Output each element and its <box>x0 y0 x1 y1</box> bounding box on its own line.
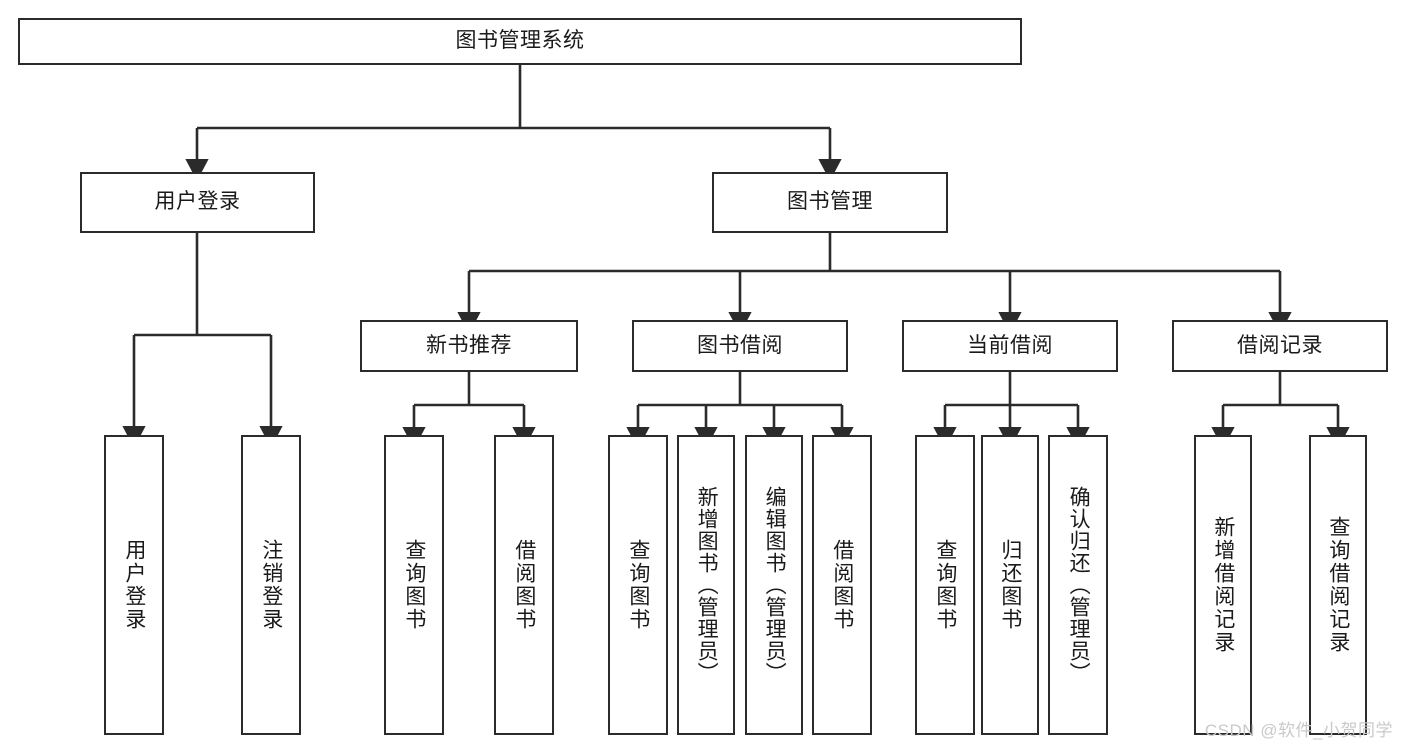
node-label: 新书推荐 <box>426 333 512 357</box>
node-borrow-records[interactable]: 借阅记录 <box>1172 320 1388 372</box>
node-label: 查询图书 <box>402 539 426 631</box>
node-current-borrow[interactable]: 当前借阅 <box>902 320 1118 372</box>
node-label: 查询借阅记录 <box>1326 516 1350 654</box>
leaf-add-book-admin[interactable]: 新增图书（管理员） <box>677 435 735 735</box>
node-label: 借阅图书 <box>830 539 854 631</box>
leaf-query-book-current[interactable]: 查询图书 <box>915 435 975 735</box>
node-label: 编辑图书（管理员） <box>763 486 787 684</box>
leaf-borrow-book[interactable]: 借阅图书 <box>812 435 872 735</box>
leaf-query-book-recommend[interactable]: 查询图书 <box>384 435 444 735</box>
node-book-borrow[interactable]: 图书借阅 <box>632 320 848 372</box>
leaf-add-borrow-record[interactable]: 新增借阅记录 <box>1194 435 1252 735</box>
leaf-query-book-borrow[interactable]: 查询图书 <box>608 435 668 735</box>
node-label: 图书借阅 <box>697 333 783 357</box>
leaf-confirm-return-admin[interactable]: 确认归还（管理员） <box>1048 435 1108 735</box>
node-label: 确认归还（管理员） <box>1067 486 1091 684</box>
leaf-borrow-book-recommend[interactable]: 借阅图书 <box>494 435 554 735</box>
node-label: 图书管理系统 <box>455 29 585 53</box>
node-label: 新增借阅记录 <box>1211 516 1235 654</box>
node-new-book-recommend[interactable]: 新书推荐 <box>360 320 578 372</box>
leaf-logout[interactable]: 注销登录 <box>241 435 301 735</box>
leaf-edit-book-admin[interactable]: 编辑图书（管理员） <box>745 435 803 735</box>
node-label: 借阅记录 <box>1237 333 1323 357</box>
node-label: 新增图书（管理员） <box>695 486 719 684</box>
node-label: 查询图书 <box>626 539 650 631</box>
node-user-login[interactable]: 用户登录 <box>80 172 315 233</box>
watermark-text: CSDN @软件_小贺同学 <box>1204 721 1393 740</box>
node-root-book-management-system[interactable]: 图书管理系统 <box>18 18 1022 65</box>
node-book-management[interactable]: 图书管理 <box>712 172 948 233</box>
node-label: 图书管理 <box>787 190 873 214</box>
node-label: 用户登录 <box>154 190 241 214</box>
node-label: 归还图书 <box>998 539 1022 631</box>
node-label: 注销登录 <box>259 539 283 631</box>
node-label: 当前借阅 <box>967 333 1053 357</box>
leaf-return-book[interactable]: 归还图书 <box>981 435 1039 735</box>
leaf-user-login[interactable]: 用户登录 <box>104 435 164 735</box>
node-label: 借阅图书 <box>512 539 536 631</box>
node-label: 用户登录 <box>122 539 146 631</box>
leaf-query-borrow-record[interactable]: 查询借阅记录 <box>1309 435 1367 735</box>
node-label: 查询图书 <box>933 539 957 631</box>
